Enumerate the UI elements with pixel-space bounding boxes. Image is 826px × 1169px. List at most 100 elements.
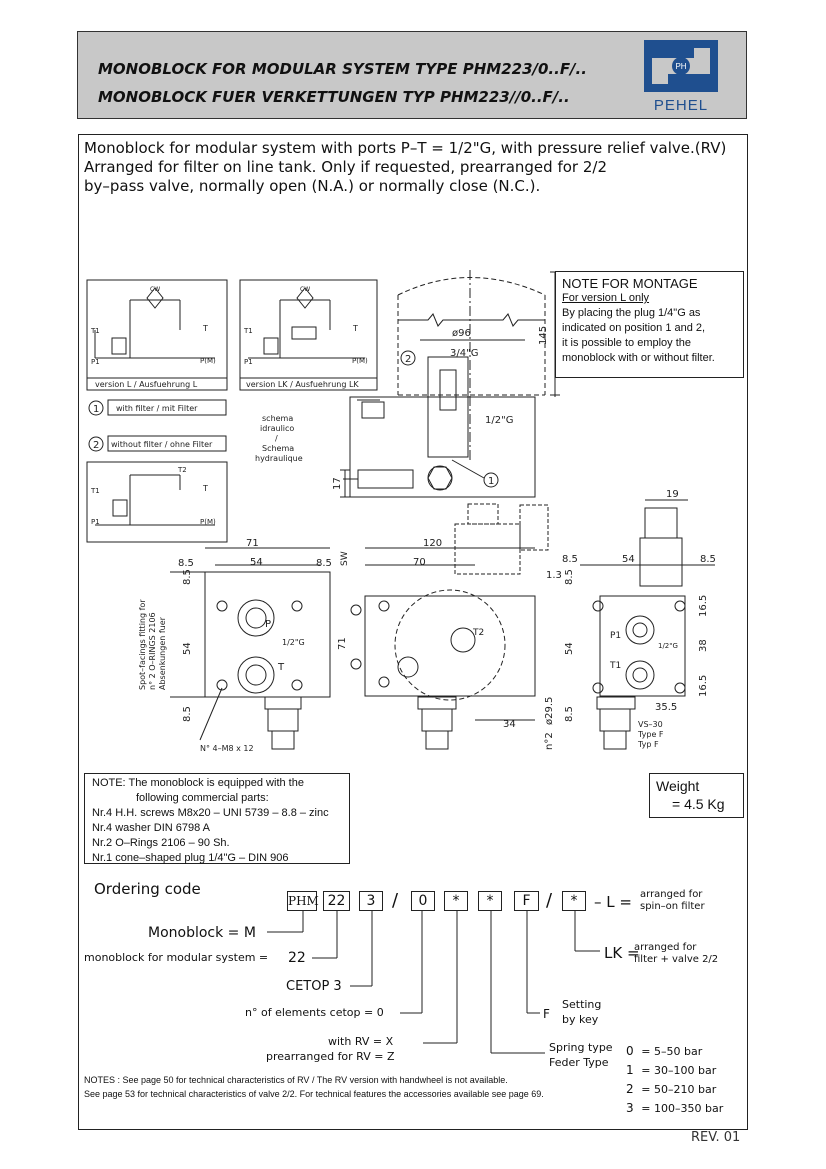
svg-text:1/2"G: 1/2"G bbox=[658, 642, 678, 650]
svg-text:/: / bbox=[275, 434, 278, 443]
svg-text:145: 145 bbox=[538, 326, 549, 345]
title-german: MONOBLOCK FUER VERKETTUNGEN TYP PHM223//… bbox=[98, 88, 570, 106]
title-banner: MONOBLOCK FOR MODULAR SYSTEM TYPE PHM223… bbox=[77, 31, 747, 119]
svg-text:P(M): P(M) bbox=[352, 357, 368, 365]
svg-text:8.5: 8.5 bbox=[182, 569, 193, 585]
svg-text:hydraulique: hydraulique bbox=[255, 454, 303, 463]
svg-text:CW: CW bbox=[300, 286, 310, 293]
svg-text:VS–30: VS–30 bbox=[638, 720, 663, 729]
svg-text:Type F: Type F bbox=[637, 730, 664, 739]
code-box-elements: 0 bbox=[411, 891, 435, 911]
svg-text:PH: PH bbox=[675, 62, 686, 71]
svg-text:71: 71 bbox=[337, 637, 348, 650]
svg-text:Spot–facings fitting for: Spot–facings fitting for bbox=[138, 599, 147, 690]
code-box-spring: * bbox=[478, 891, 502, 911]
code-box-rv: * bbox=[444, 891, 468, 911]
svg-text:34: 34 bbox=[503, 719, 516, 730]
svg-text:SW: SW bbox=[340, 551, 350, 566]
svg-text:8.5: 8.5 bbox=[178, 558, 194, 569]
ordering-code-title: Ordering code bbox=[94, 880, 201, 898]
code-box-series: 22 bbox=[323, 891, 350, 911]
svg-text:54: 54 bbox=[564, 642, 575, 655]
svg-text:3/4"G: 3/4"G bbox=[450, 348, 478, 359]
svg-text:n°2: n°2 bbox=[544, 732, 555, 750]
svg-text:1.3: 1.3 bbox=[546, 570, 562, 581]
pehel-logo: PH PEHEL bbox=[644, 40, 718, 114]
svg-text:N° 4–M8 x 12: N° 4–M8 x 12 bbox=[200, 744, 254, 753]
svg-text:T2: T2 bbox=[472, 628, 484, 638]
revision-label: REV. 01 bbox=[691, 1130, 741, 1145]
intro-text: Monoblock for modular system with ports … bbox=[84, 139, 727, 195]
front-view-right bbox=[580, 499, 715, 750]
svg-text:1/2"G: 1/2"G bbox=[485, 415, 513, 426]
svg-text:8.5: 8.5 bbox=[564, 569, 575, 585]
svg-text:CW: CW bbox=[150, 286, 160, 293]
svg-text:8.5: 8.5 bbox=[316, 558, 332, 569]
svg-text:8.5: 8.5 bbox=[182, 706, 193, 722]
svg-text:8.5: 8.5 bbox=[700, 554, 716, 565]
svg-text:1/2"G: 1/2"G bbox=[282, 638, 305, 647]
schematic-version-lk: T1 T P1 P(M) CW version LK / Ausfuehrung… bbox=[239, 279, 378, 391]
svg-text:with filter / mit Filter: with filter / mit Filter bbox=[116, 404, 198, 413]
svg-text:Schema: Schema bbox=[262, 444, 294, 453]
code-box-phm: PHM bbox=[287, 891, 319, 911]
svg-text:n° 2 O–RINGS 2106: n° 2 O–RINGS 2106 bbox=[148, 612, 157, 690]
schematic-without-filter: T2 T1 T P1 P(M) bbox=[86, 461, 228, 543]
code-box-version: * bbox=[562, 891, 586, 911]
svg-text:70: 70 bbox=[413, 557, 426, 568]
title-english: MONOBLOCK FOR MODULAR SYSTEM TYPE PHM223… bbox=[98, 60, 587, 78]
svg-text:54: 54 bbox=[250, 557, 263, 568]
svg-text:P: P bbox=[265, 619, 271, 630]
svg-text:120: 120 bbox=[423, 538, 442, 549]
svg-text:1: 1 bbox=[488, 476, 494, 487]
svg-text:16.5: 16.5 bbox=[698, 595, 709, 617]
svg-text:version LK / Ausfuehrung LK: version LK / Ausfuehrung LK bbox=[246, 380, 359, 389]
svg-text:T: T bbox=[202, 484, 208, 493]
code-box-setting: F bbox=[514, 891, 539, 911]
logo-text: PEHEL bbox=[654, 97, 708, 114]
svg-text:P1: P1 bbox=[91, 358, 100, 366]
code-box-cetop: 3 bbox=[359, 891, 383, 911]
front-view-left bbox=[170, 547, 331, 750]
svg-text:P(M): P(M) bbox=[200, 357, 216, 365]
svg-text:54: 54 bbox=[622, 554, 635, 565]
ordering-leaders bbox=[267, 911, 600, 1054]
svg-text:8.5: 8.5 bbox=[564, 706, 575, 722]
spring-ranges: 0 = 5–50 bar 1 = 30–100 bar 2 = 50–210 b… bbox=[626, 1044, 724, 1115]
weight-box: Weight = 4.5 Kg bbox=[649, 773, 744, 818]
svg-text:without filter / ohne Filter: without filter / ohne Filter bbox=[111, 440, 213, 449]
svg-text:T2: T2 bbox=[177, 466, 187, 474]
svg-text:P(M): P(M) bbox=[200, 518, 216, 526]
svg-text:17: 17 bbox=[332, 477, 343, 490]
svg-text:T: T bbox=[202, 324, 208, 333]
svg-text:Absenkungen fuer: Absenkungen fuer bbox=[158, 616, 167, 690]
svg-text:Typ F: Typ F bbox=[637, 740, 659, 749]
svg-text:T1: T1 bbox=[609, 661, 621, 671]
note-for-montage: NOTE FOR MONTAGE For version L only By p… bbox=[555, 271, 744, 378]
svg-text:1: 1 bbox=[93, 404, 99, 415]
svg-text:8.5: 8.5 bbox=[562, 554, 578, 565]
svg-text:P1: P1 bbox=[610, 631, 621, 641]
svg-text:54: 54 bbox=[182, 642, 193, 655]
svg-text:T1: T1 bbox=[90, 487, 100, 495]
content-frame bbox=[78, 134, 748, 1130]
svg-text:16.5: 16.5 bbox=[698, 675, 709, 697]
svg-text:T1: T1 bbox=[243, 327, 253, 335]
filter-assembly-drawing bbox=[340, 270, 560, 498]
svg-text:38: 38 bbox=[698, 639, 709, 652]
side-view-middle bbox=[350, 503, 549, 750]
svg-text:T: T bbox=[352, 324, 358, 333]
svg-text:35.5: 35.5 bbox=[655, 702, 677, 713]
schematic-version-l: T1 T P1 P(M) CW version L / Ausfuehrung … bbox=[86, 279, 228, 391]
svg-text:version L / Ausfuehrung L: version L / Ausfuehrung L bbox=[95, 380, 198, 389]
svg-text:ø96: ø96 bbox=[452, 328, 471, 339]
notes-footer: NOTES : See page 50 for technical charac… bbox=[84, 1075, 544, 1099]
svg-text:71: 71 bbox=[246, 538, 259, 549]
svg-text:T1: T1 bbox=[90, 327, 100, 335]
svg-text:schema: schema bbox=[262, 414, 293, 423]
svg-text:19: 19 bbox=[666, 489, 679, 500]
svg-text:2: 2 bbox=[93, 440, 99, 451]
note-commercial-parts: NOTE: The monoblock is equipped with the… bbox=[84, 773, 350, 864]
svg-text:P1: P1 bbox=[244, 358, 253, 366]
